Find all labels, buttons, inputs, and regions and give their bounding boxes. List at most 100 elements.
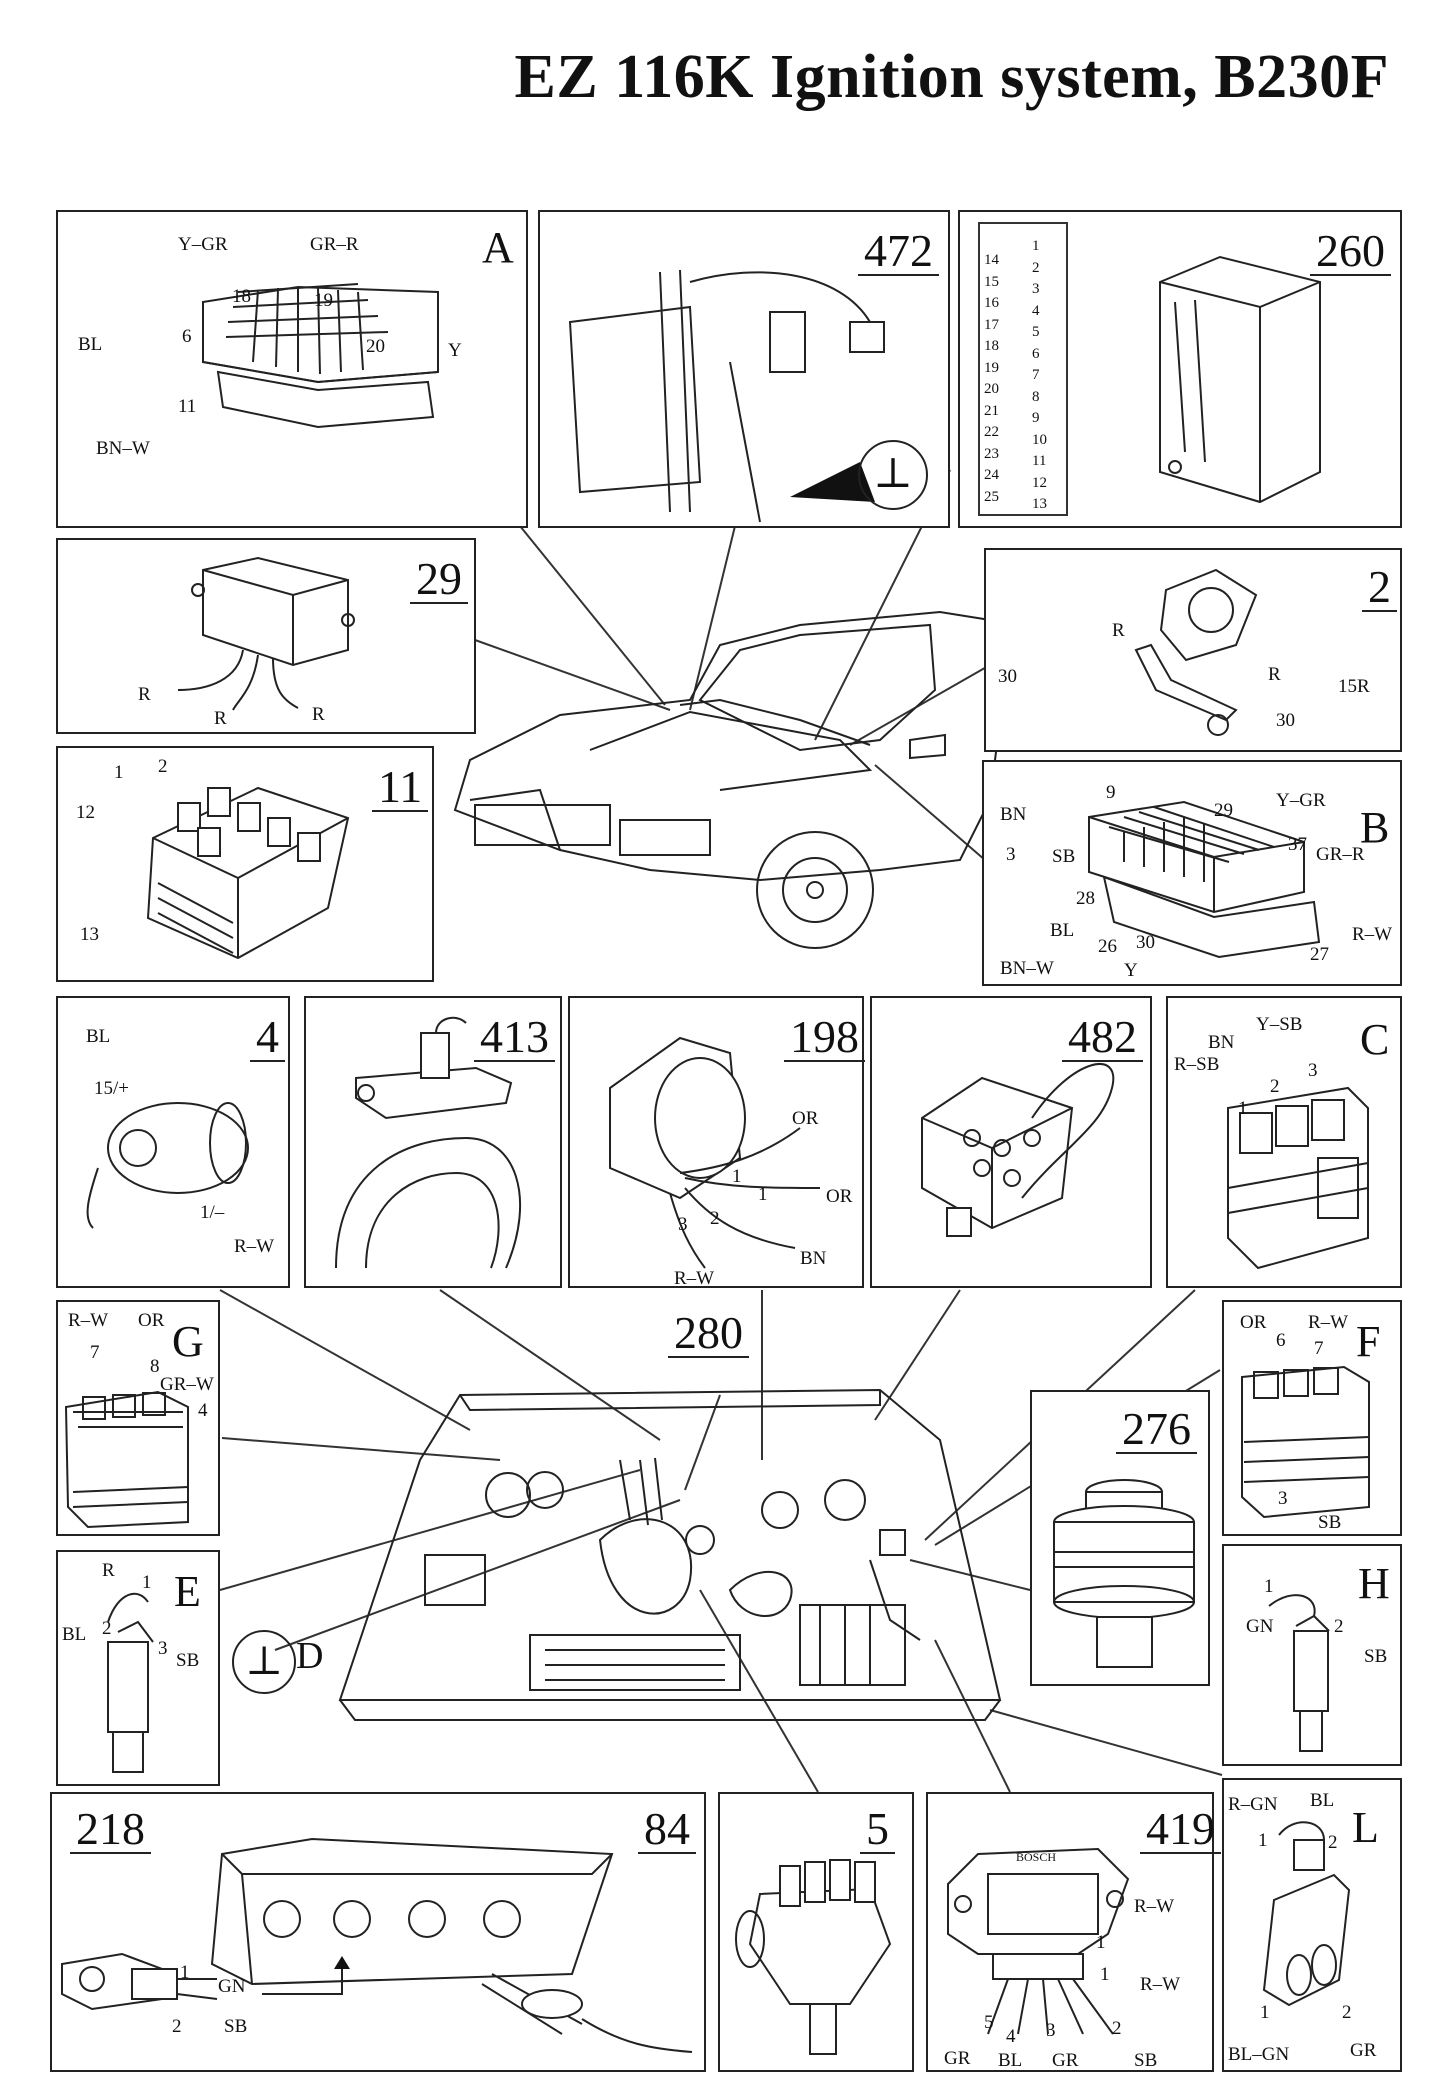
wire-label: R (138, 684, 151, 705)
component-280-number: 280 (668, 1310, 749, 1358)
component-number: 29 (410, 556, 468, 604)
pin-label: 11 (178, 396, 197, 417)
connector-f-panel: F OR R–W 6 7 3 SB (1222, 1300, 1402, 1536)
connector-b-drawing (1088, 800, 1321, 959)
pin-label: 1 (1264, 1576, 1274, 1597)
wire-label: R–SB (1174, 1054, 1220, 1075)
connector-letter: L (1352, 1803, 1379, 1852)
connector-e-panel: E R 1 BL 2 3 SB (56, 1550, 220, 1786)
pin-label: 23 (984, 445, 999, 462)
pin-label: 19 (314, 290, 333, 311)
pin-label: 9 (1032, 410, 1040, 426)
wire-label: GR–W (160, 1374, 214, 1395)
component-number: 198 (784, 1014, 865, 1062)
wire-label: R (214, 708, 227, 729)
connector-l-drawing (1262, 1821, 1351, 2007)
wire-label: R–W (674, 1268, 715, 1289)
connector-h-drawing (1268, 1594, 1330, 1752)
component-29-panel: 29 R R R (56, 538, 476, 734)
pin-label: 2 (1270, 1076, 1280, 1097)
pin-label: 7 (1032, 367, 1040, 383)
pin-label: 1 (732, 1166, 742, 1187)
pin-column-right: 1 2 3 4 5 6 7 8 9 10 11 12 13 (1032, 236, 1047, 516)
pin-label: 3 (678, 1214, 688, 1235)
pin-label: 14 (984, 252, 999, 268)
pin-label: 22 (984, 424, 999, 440)
pin-label: 12 (1032, 474, 1047, 491)
pin-label: 3 (1046, 2020, 1056, 2041)
component-number: 11 (372, 764, 429, 812)
wire-label: BL (1050, 920, 1075, 941)
connector-a-drawing (202, 283, 439, 429)
pin-label: 3 (1278, 1488, 1288, 1509)
pin-column-left: 14 15 16 17 18 19 20 21 22 23 24 25 (984, 250, 999, 508)
pin-label: 17 (984, 316, 999, 333)
component-number: 5 (860, 1806, 895, 1854)
wire-label: BN–W (1000, 958, 1054, 979)
pin-label: 20 (984, 381, 999, 397)
pin-label: 3 (1032, 281, 1040, 297)
wire-label: Y (448, 340, 462, 361)
component-218-84-panel: 218 84 1 GN 2 SB (50, 1792, 706, 2072)
wire-label: R–W (1134, 1896, 1175, 1917)
wire-label: GR–R (1316, 844, 1365, 865)
ecu-pin-map: 14 15 16 17 18 19 20 21 22 23 24 25 1 2 … (978, 222, 1068, 516)
pin-label: 3 (1006, 844, 1016, 865)
pin-label: 6 (182, 326, 192, 347)
connector-letter: H (1358, 1559, 1390, 1608)
wire-label: SB (1318, 1512, 1342, 1533)
wire-label: OR (138, 1310, 165, 1331)
pin-label: 10 (1032, 431, 1047, 448)
component-198-panel: 198 OR 1 1 OR 3 2 R–W BN (568, 996, 865, 1289)
connector-letter: E (174, 1567, 201, 1616)
pin-label: 18 (232, 286, 251, 307)
pin-label: 1 (758, 1184, 768, 1205)
component-413-panel: 413 (304, 996, 562, 1288)
wire-label: R (102, 1560, 115, 1581)
wire-label: BL (86, 1026, 111, 1047)
connector-letter: F (1356, 1317, 1381, 1366)
component-4-drawing (86, 1102, 249, 1229)
component-260-panel: 14 15 16 17 18 19 20 21 22 23 24 25 1 2 … (958, 210, 1402, 528)
component-218-84-drawing (61, 1837, 693, 2053)
component-2-panel: 2 R 30 R 30 15R (984, 548, 1402, 752)
component-419-drawing (947, 1847, 1130, 2035)
terminal-label: 15R (1338, 676, 1370, 697)
wire-label: R–W (68, 1310, 109, 1331)
wire-label: BN–W (96, 438, 150, 459)
connector-letter: A (482, 223, 514, 272)
wire-label: GN (1246, 1616, 1274, 1637)
component-number: 482 (1062, 1014, 1143, 1062)
component-number: 260 (1310, 228, 1391, 276)
pin-label: 29 (1214, 800, 1233, 821)
connector-g-drawing (64, 1390, 189, 1529)
pin-label: 9 (1106, 782, 1116, 803)
wire-label: GR (1350, 2040, 1377, 2061)
pin-label: 1 (180, 1962, 190, 1983)
component-number: 472 (858, 228, 939, 276)
pin-label: 13 (80, 924, 99, 945)
wire-label: OR (1240, 1312, 1267, 1333)
pin-label: 16 (984, 295, 999, 311)
connector-letter: B (1360, 803, 1390, 852)
pin-label: 2 (1334, 1616, 1344, 1637)
pin-label: 3 (158, 1638, 168, 1659)
connector-d-letter: D (296, 1635, 324, 1677)
pin-label: 21 (984, 402, 999, 419)
component-number: 218 (70, 1806, 151, 1854)
wire-label: R (1112, 620, 1125, 641)
pin-label: 2 (102, 1618, 112, 1639)
component-198-drawing (609, 1036, 821, 1269)
wire-label: R (1268, 664, 1281, 685)
component-number: 419 (1140, 1806, 1221, 1854)
page-title: EZ 116K Ignition system, B230F (514, 43, 1389, 111)
component-number: 84 (638, 1806, 696, 1854)
component-number: 4 (250, 1014, 285, 1062)
connector-letter: G (172, 1317, 204, 1366)
connector-b-panel: B 9 BN 29 Y–GR 3 SB 37 GR–R 28 BL 26 30 … (982, 760, 1402, 986)
pin-label: 30 (1136, 932, 1155, 953)
pin-label: 5 (1032, 324, 1040, 340)
wire-label: BN (800, 1248, 827, 1269)
pin-label: 24 (984, 467, 999, 483)
connector-g-panel: G R–W OR 7 8 GR–W 4 (56, 1300, 220, 1536)
